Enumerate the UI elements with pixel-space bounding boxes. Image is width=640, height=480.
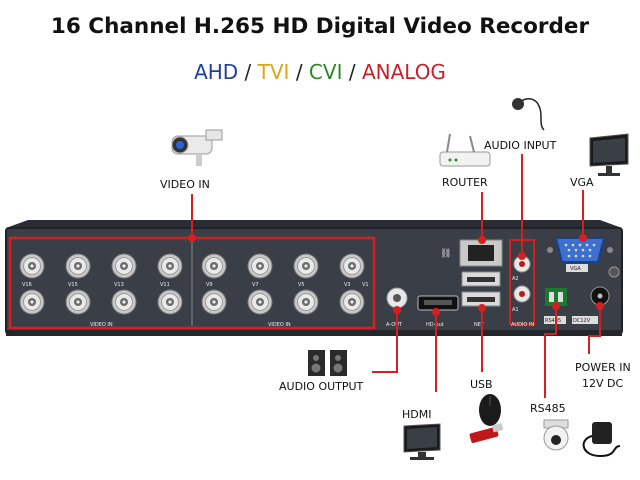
network-port: ⛓ [440, 239, 503, 267]
power-in-callout: POWER IN [575, 361, 631, 374]
power-adapter-icon [582, 422, 621, 458]
audio-in-connectors: A2 A1 AUDIO IN [511, 255, 534, 328]
mouse-icon [479, 394, 501, 426]
channel-label: V7 [252, 282, 259, 288]
dc-power-jack: DC12V [572, 286, 610, 324]
audio-out-connector: A-OUT [386, 287, 408, 328]
microphone-icon [512, 98, 545, 131]
format-analog: ANALOG [361, 60, 446, 84]
video-in-label: VIDEO IN [90, 322, 113, 328]
channel-label: V5 [298, 282, 305, 288]
bnc-connector [247, 253, 273, 279]
video-in-label: VIDEO IN [268, 322, 291, 328]
svg-text:⛓: ⛓ [440, 248, 451, 259]
router-callout: ROUTER [442, 176, 488, 189]
channel-labels: V16 V15 V13 V11 V9 V7 V5 V3 V1 [22, 282, 369, 288]
bnc-connector [157, 289, 183, 315]
hdmi-callout: HDMI [402, 408, 432, 421]
hdmi-monitor-icon [403, 423, 441, 460]
dc12v-panel-label: DC12V [573, 318, 591, 324]
bnc-connector [19, 253, 45, 279]
bnc-connector [111, 289, 137, 315]
format-separator: / [295, 60, 303, 84]
bnc-connector [247, 289, 273, 315]
channel-label: V1 [362, 282, 369, 288]
format-tvi: TVI [257, 60, 290, 84]
format-separator: / [348, 60, 356, 84]
channel-label: V9 [206, 282, 213, 288]
usb-stick-icon [469, 423, 504, 444]
bnc-connector [293, 289, 319, 315]
vga-port: VGA [547, 237, 620, 278]
format-ahd: AHD [194, 60, 239, 84]
channel-label: V3 [344, 282, 351, 288]
channel-label: V11 [160, 282, 170, 288]
a-out-label: A-OUT [386, 322, 403, 328]
monitor-icon [589, 133, 629, 176]
bnc-connector [339, 253, 365, 279]
a2-label: A2 [512, 276, 519, 282]
bnc-connector [65, 253, 91, 279]
power-spec-callout: 12V DC [582, 377, 624, 390]
usb-callout: USB [470, 378, 493, 391]
bnc-connector [65, 289, 91, 315]
channel-label: V13 [114, 282, 124, 288]
bnc-connector [19, 289, 45, 315]
rs485-panel-label: RS485 [545, 318, 561, 324]
hd-out-label: HD-out [426, 322, 444, 328]
net-label: NET [474, 322, 485, 328]
callout-lines [188, 154, 604, 398]
vga-panel-label: VGA [570, 266, 581, 272]
camera-icon [171, 129, 223, 166]
page-title: 16 Channel H.265 HD Digital Video Record… [50, 14, 590, 39]
bnc-connector [201, 253, 227, 279]
bnc-connectors [19, 253, 365, 315]
bnc-connector [339, 289, 365, 315]
rs485-callout: RS485 [530, 402, 566, 415]
format-list: AHD / TVI / CVI / ANALOG [0, 60, 640, 84]
router-icon [439, 133, 491, 167]
audio-input-callout: AUDIO INPUT [484, 139, 557, 152]
audio-in-label: AUDIO IN [511, 322, 534, 328]
speaker-icon [308, 350, 347, 376]
vga-callout: VGA [570, 176, 594, 189]
a1-label: A1 [512, 307, 519, 313]
bnc-connector [201, 289, 227, 315]
format-separator: / [244, 60, 252, 84]
bnc-connector [111, 253, 137, 279]
format-cvi: CVI [308, 60, 343, 84]
bnc-connector [157, 253, 183, 279]
audio-output-callout: AUDIO OUTPUT [279, 380, 364, 393]
channel-label: V15 [68, 282, 78, 288]
channel-label: V16 [22, 282, 32, 288]
ptz-camera-icon [543, 419, 569, 451]
video-in-callout: VIDEO IN [160, 178, 210, 191]
bnc-connector [293, 253, 319, 279]
